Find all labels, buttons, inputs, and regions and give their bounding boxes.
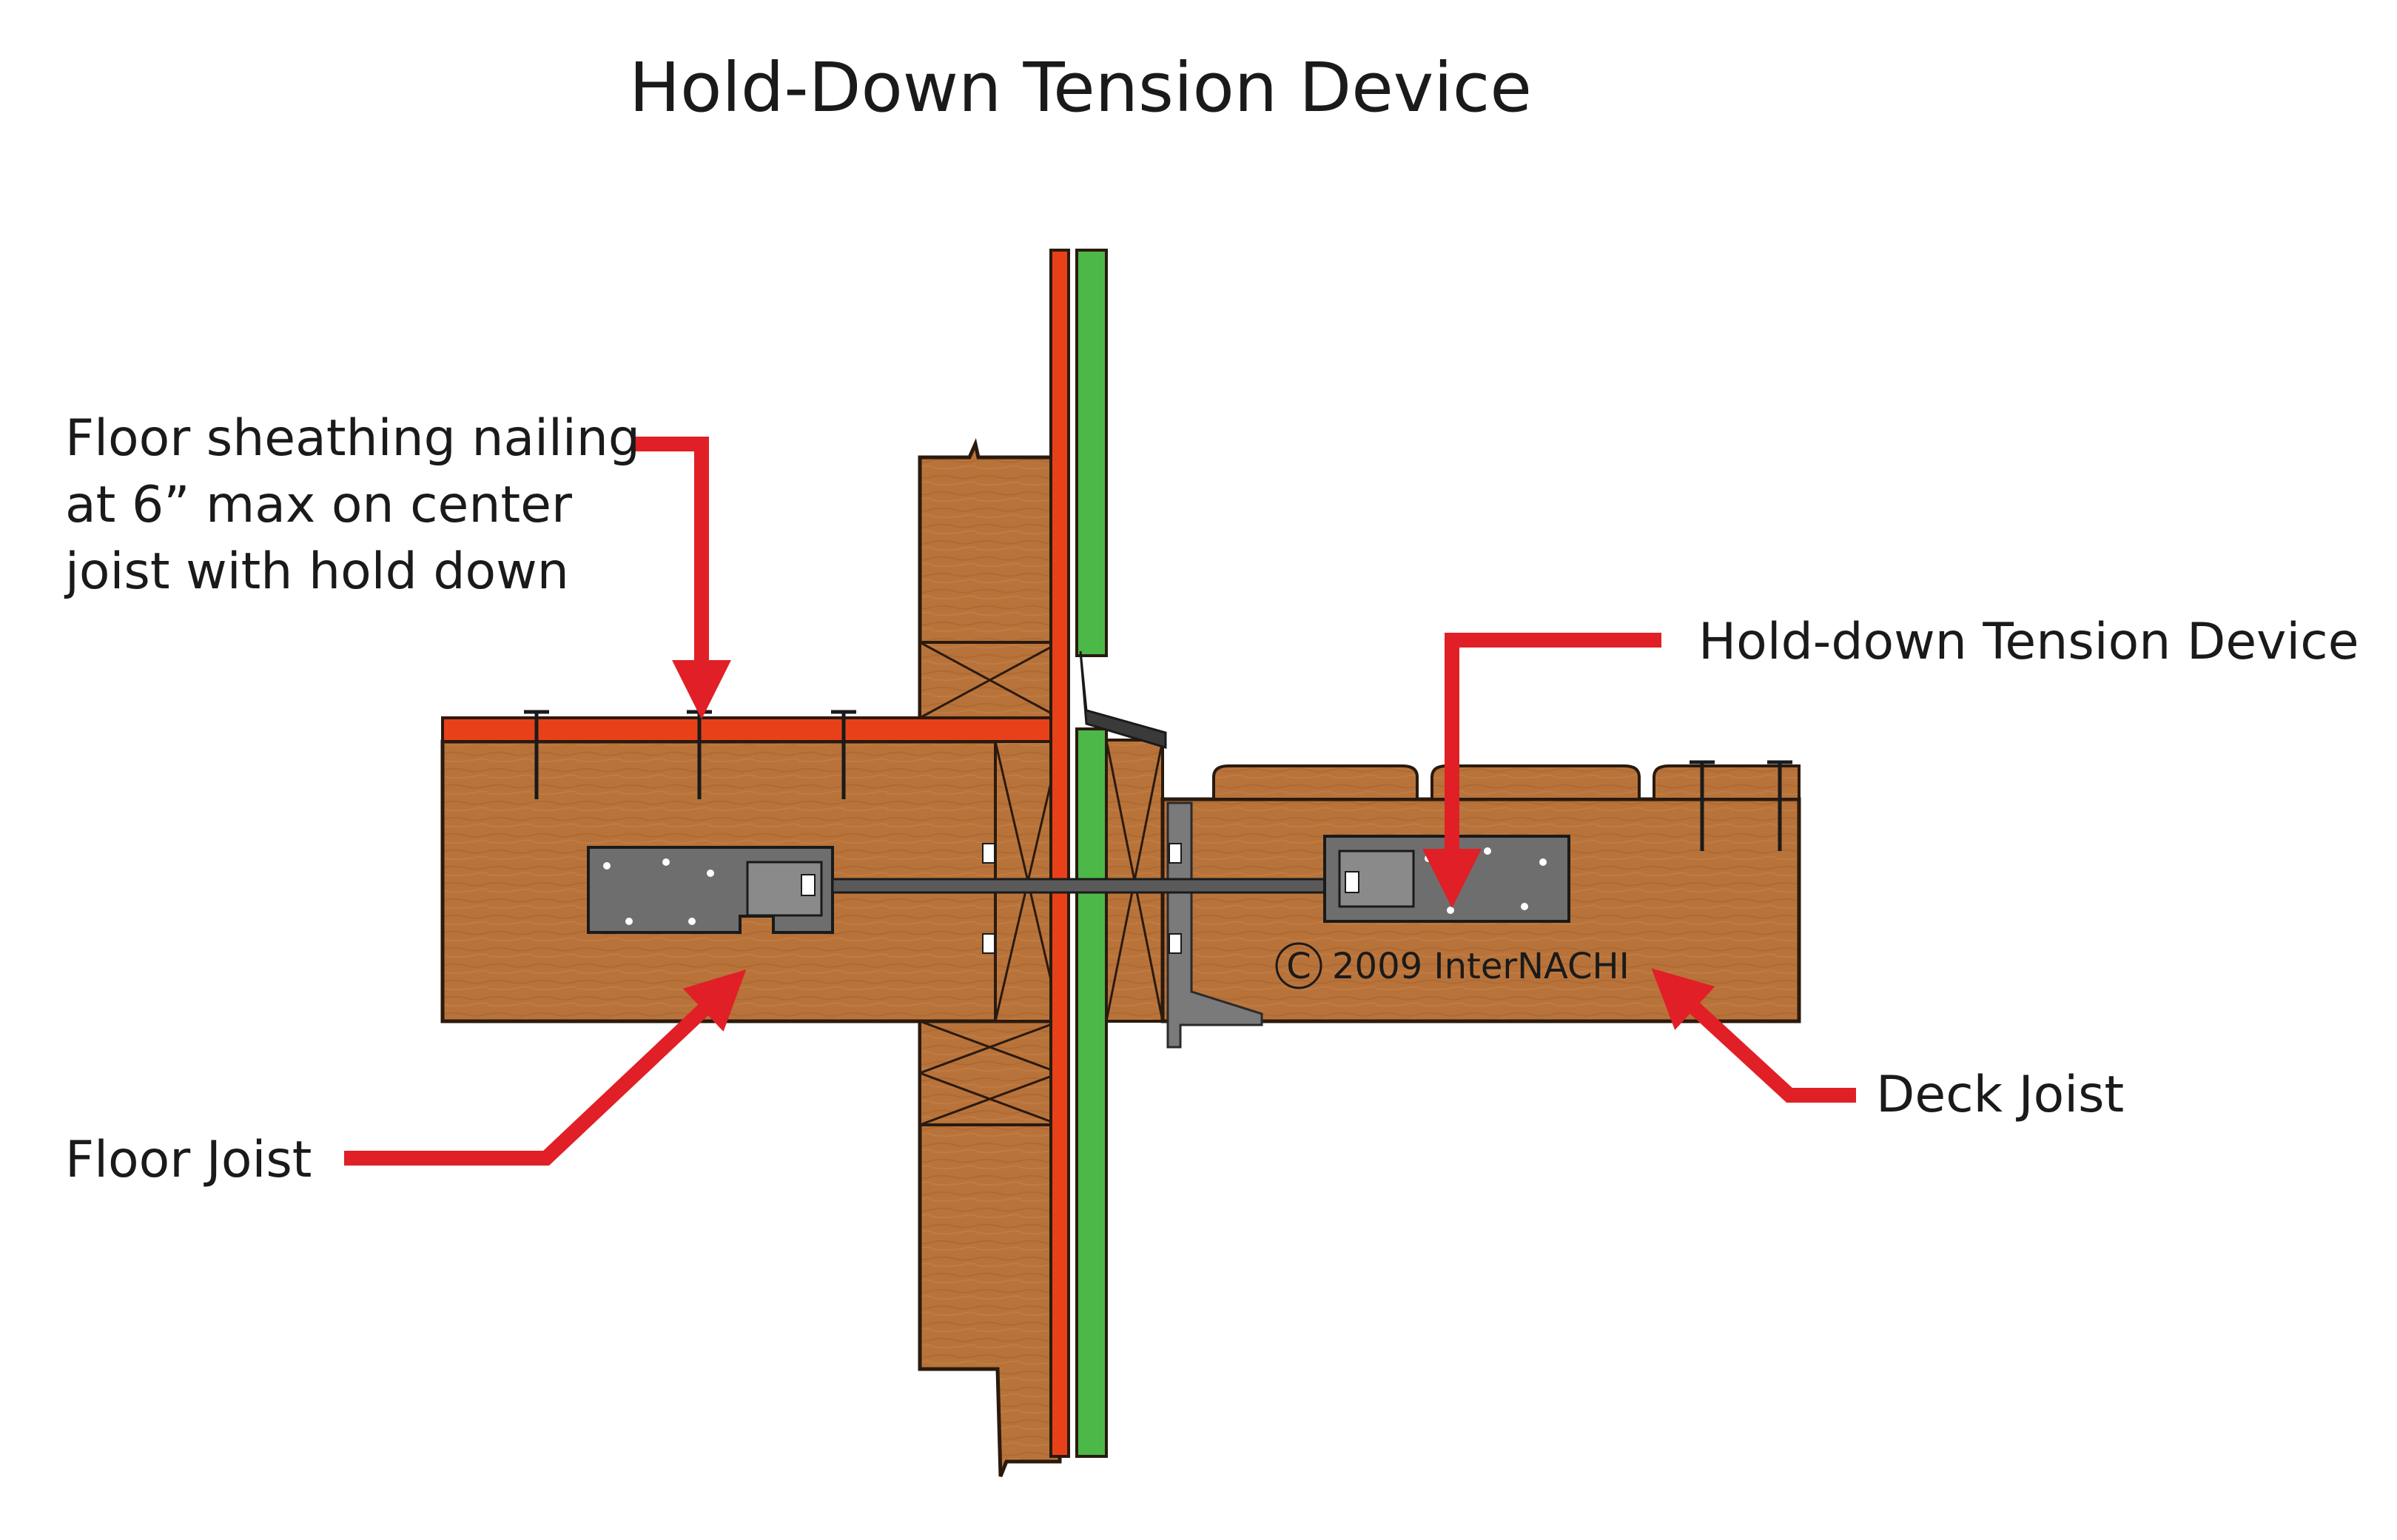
copyright-symbol: C [1286, 946, 1311, 987]
hold-down-label: Hold-down Tension Device [1698, 613, 2359, 671]
deck-joist-label: Deck Joist [1876, 1066, 2124, 1124]
rod-nut-right-lower [1169, 933, 1182, 954]
rod-nut-left-lower [982, 933, 995, 954]
floor-sheathing [441, 716, 1062, 743]
lower-siding [1075, 727, 1108, 1458]
rod-nut-left [982, 843, 995, 864]
floor-joist-label: Floor Joist [65, 1131, 312, 1189]
upper-blocking [918, 641, 1061, 719]
joist-hanger [1166, 801, 1263, 1049]
left-hold-down-bracket [587, 846, 834, 934]
floor-joist-arrow [344, 969, 747, 1166]
copyright-notice: C 2009 InterNACHI [1275, 942, 1630, 989]
floor-sheathing-label-line3: joist with hold down [64, 542, 569, 601]
deck-boards [1212, 764, 1801, 801]
page-title: Hold-Down Tension Device [629, 48, 1532, 127]
rod-nut-right [1169, 843, 1182, 864]
floor-sheathing-arrow [635, 437, 731, 719]
flashing [1079, 650, 1167, 750]
threaded-rod [831, 878, 1326, 894]
copyright-text: 2009 InterNACHI [1332, 946, 1630, 987]
floor-sheathing-label-line2: at 6” max on center [65, 476, 572, 534]
hold-down-arrow [1422, 633, 1661, 908]
lower-blocking [918, 1020, 1061, 1126]
floor-sheathing-label-line1: Floor sheathing nailing [65, 409, 640, 468]
deck-joist-arrow [1651, 968, 1856, 1103]
wall-sheathing [1049, 249, 1070, 1458]
upper-siding [1075, 249, 1108, 657]
